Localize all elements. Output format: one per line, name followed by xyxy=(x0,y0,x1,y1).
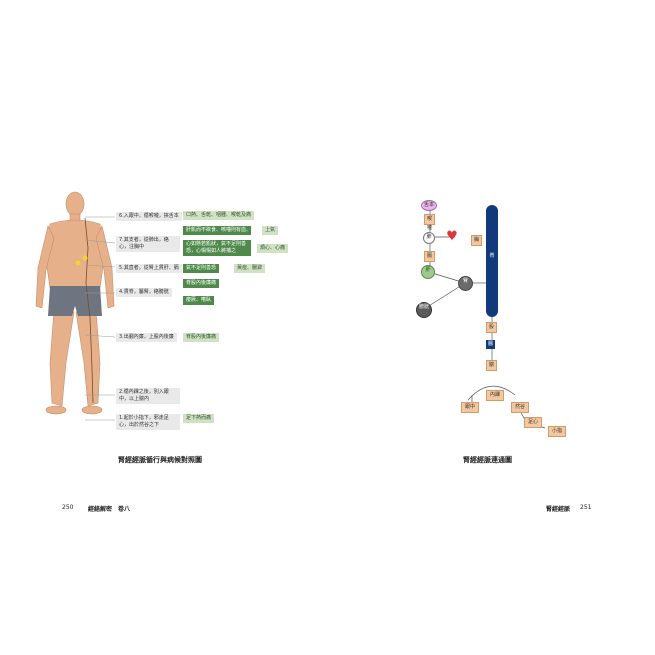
left-page-number: 250 xyxy=(62,504,74,511)
pathway-label-5: 5.其直者，從腎上貫肝、膈 xyxy=(116,264,182,273)
node-lung: 肺 xyxy=(423,232,435,244)
right-running-head: 腎經經脈 xyxy=(546,506,571,513)
symptom-spine: 脊股內後廉痛 xyxy=(183,279,220,288)
connection-lines xyxy=(423,205,546,429)
spine-label: 脊 xyxy=(489,253,495,259)
symptom-heart: 心如懸若飢狀，氣不足則善恐，心惕惕如人將捕之 xyxy=(183,240,251,256)
heart-icon: ♥ xyxy=(446,229,458,244)
symptom-fear: 氣不足則善恐 xyxy=(183,264,220,273)
node-tongue: 舌本 xyxy=(421,200,437,211)
body-illustration xyxy=(35,191,115,415)
symptom-throat: 口熱、舌乾、咽腫、喉乾及痛 xyxy=(183,211,255,220)
node-liver: 肝 xyxy=(421,265,435,279)
node-heel: 跟中 xyxy=(461,402,479,413)
symptom-weakness: 痿厥、嗜臥 xyxy=(183,296,215,305)
symptom-sole: 足下熱而痛 xyxy=(183,414,215,423)
pathway-label-6: 6.入跟中，循喉嚨，挾舌本 xyxy=(116,212,182,221)
node-bladder: 膀胱 xyxy=(416,302,432,318)
node-heart: ♥ xyxy=(445,229,459,244)
symptom-heartpain: 煩心、心痛 xyxy=(257,244,289,253)
node-popliteal: 膕 xyxy=(486,340,495,349)
node-diaphragm: 膈 xyxy=(424,251,435,262)
pathway-label-1: 1.起於小指下，邪走足心，出於然谷之下 xyxy=(116,414,180,430)
symptom-thigh: 脊股內後廉痛 xyxy=(183,333,220,342)
node-kidney: 腎 xyxy=(458,276,473,291)
connector-lines xyxy=(85,216,116,421)
right-page-number: 251 xyxy=(580,504,592,511)
node-chest: 胸 xyxy=(471,235,482,246)
symptom-jaundice: 黃疸、腸澼 xyxy=(234,264,266,273)
right-caption: 腎經經脈連通圖 xyxy=(463,456,512,464)
node-rangu: 然谷 xyxy=(511,402,529,413)
node-little-toe: 小指 xyxy=(548,426,566,437)
left-running-head: 經絡解密 卷八 xyxy=(88,506,131,513)
node-throat: 喉嚨 xyxy=(424,214,435,231)
symptom-shangqi: 上氣 xyxy=(262,226,279,235)
pathway-label-2: 2.循內踝之後，別入跟中，以上腨內 xyxy=(116,388,180,404)
spine-bar xyxy=(486,205,498,317)
node-ankle: 內踝 xyxy=(486,390,504,401)
pathway-label-3: 3.出膕內廉，上股內後廉 xyxy=(116,333,177,342)
left-caption: 腎經經脈循行與病候對照圖 xyxy=(118,456,202,464)
node-sole: 足心 xyxy=(524,417,542,428)
pathway-label-4: 4.貫脊，屬腎，絡膀胱 xyxy=(116,288,172,297)
symptom-cough: 肝飢而不欲食、咳唾則有血、喝喝而喘、坐而欲起、目𥆧𥆧如無所見 xyxy=(183,226,251,235)
node-thigh: 股 xyxy=(486,322,497,333)
node-calf: 腨 xyxy=(486,360,497,371)
pathway-label-7: 7.其支者，從肺出，絡心，注胸中 xyxy=(116,236,180,252)
